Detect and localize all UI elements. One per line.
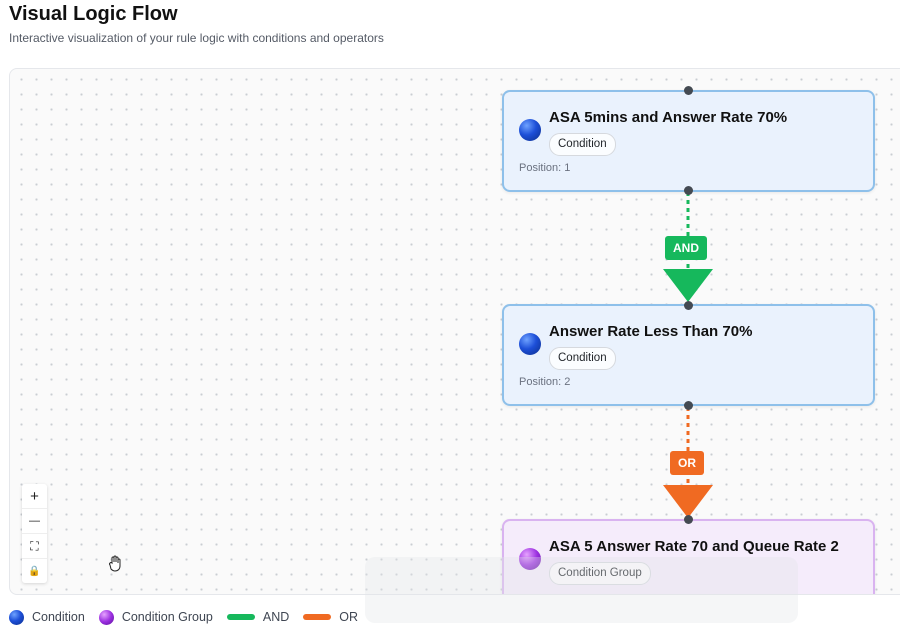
page-subtitle: Interactive visualization of your rule l…	[9, 31, 384, 45]
node-2-bottom-handle[interactable]	[684, 401, 693, 410]
legend: Condition Condition Group AND OR	[9, 608, 372, 626]
legend-item-or: OR	[303, 610, 358, 624]
condition-group-node[interactable]: ASA 5 Answer Rate 70 and Queue Rate 2 Co…	[502, 519, 875, 594]
and-operator-label[interactable]: AND	[665, 236, 707, 260]
faded-overlay-panel	[365, 557, 798, 623]
or-operator-label[interactable]: OR	[670, 451, 704, 475]
lock-button[interactable]: 🔒	[28, 565, 41, 577]
condition-node-1[interactable]: ASA 5mins and Answer Rate 70% Condition …	[502, 90, 875, 192]
zoom-in-button[interactable]: +	[22, 484, 47, 509]
fit-view-button[interactable]: ⛶	[22, 534, 47, 559]
node-position: Position: 1	[519, 162, 571, 174]
edge-and-arrowhead	[663, 269, 713, 302]
legend-label: AND	[262, 610, 290, 624]
node-1-bottom-handle[interactable]	[684, 186, 693, 195]
node-type-badge: Condition	[549, 133, 616, 156]
legend-item-and: AND	[226, 610, 290, 624]
node-position: Position: 2	[519, 376, 571, 388]
condition-group-legend-icon	[98, 609, 114, 625]
zoom-out-button[interactable]: —	[22, 509, 47, 534]
legend-label: Condition	[32, 610, 85, 624]
node-title: ASA 5 Answer Rate 70 and Queue Rate 2	[549, 538, 839, 555]
and-legend-swatch	[226, 614, 255, 620]
legend-item-condition: Condition	[9, 609, 85, 625]
flow-canvas[interactable]: AND OR ASA 5mins and Answer Rate 70% Con…	[9, 68, 900, 595]
legend-label: Condition Group	[121, 610, 213, 624]
hand-cursor-icon	[108, 555, 124, 578]
edge-or-arrowhead	[663, 485, 713, 518]
legend-item-condition-group: Condition Group	[98, 609, 213, 625]
node-type-badge: Condition Group	[549, 562, 651, 585]
node-title: ASA 5mins and Answer Rate 70%	[549, 109, 788, 126]
node-2-top-handle[interactable]	[684, 301, 693, 310]
node-title: Answer Rate Less Than 70%	[549, 323, 753, 340]
legend-label: OR	[339, 610, 359, 624]
condition-icon	[519, 333, 541, 355]
node-3-top-handle[interactable]	[684, 515, 693, 524]
condition-legend-icon	[9, 609, 24, 625]
node-type-badge: Condition	[549, 347, 616, 370]
condition-icon	[519, 119, 541, 141]
or-legend-swatch	[303, 614, 332, 620]
flow-controls: + — ⛶ 🔒	[22, 484, 47, 583]
page-title: Visual Logic Flow	[9, 3, 178, 25]
condition-node-2[interactable]: Answer Rate Less Than 70% Condition Posi…	[502, 304, 875, 406]
condition-group-icon	[519, 548, 541, 570]
node-1-top-handle[interactable]	[684, 86, 693, 95]
